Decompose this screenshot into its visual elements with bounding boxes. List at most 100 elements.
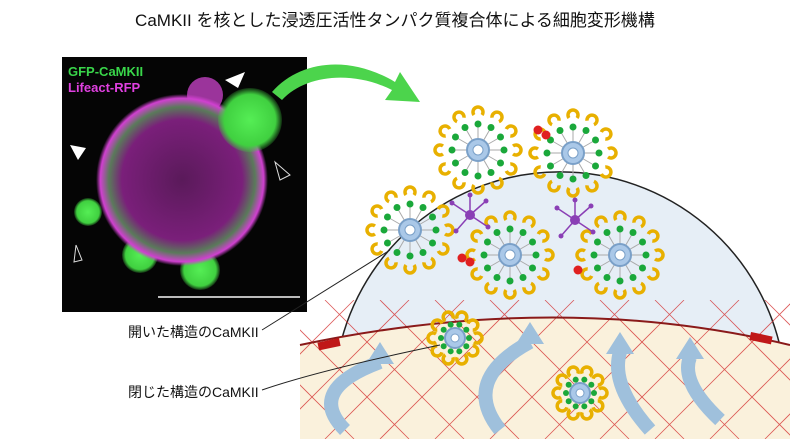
- label-lifeact-rfp: Lifeact-RFP: [68, 80, 141, 95]
- regulatory-segment: [430, 318, 444, 332]
- actin-filament: [300, 300, 355, 355]
- kinase-domain: [456, 321, 463, 328]
- regulatory-segment: [580, 267, 594, 281]
- regulatory-segment: [438, 124, 452, 138]
- regulatory-segment: [547, 179, 561, 193]
- kinase-domain: [582, 126, 590, 134]
- regulatory-segment: [580, 229, 594, 243]
- kinase-domain: [493, 228, 501, 236]
- actin-filament: [379, 300, 520, 439]
- regulatory-segment: [370, 242, 384, 256]
- kinase-domain: [592, 162, 600, 170]
- regulatory-segment: [646, 267, 660, 281]
- camkii-open-holoenzyme: [528, 108, 618, 198]
- kinase-domain: [483, 264, 491, 272]
- kinase-domain: [506, 277, 514, 285]
- arrowhead-icon: [366, 342, 394, 364]
- regulatory-segment: [536, 267, 550, 281]
- kinase-domain: [393, 203, 401, 211]
- micrograph: [62, 57, 307, 312]
- regulatory-segment: [472, 331, 484, 345]
- regulatory-segment: [433, 143, 445, 157]
- regulatory-segment: [403, 185, 417, 197]
- kinase-domain: [466, 335, 472, 341]
- kinase-domain: [529, 264, 537, 272]
- regulatory-segment: [594, 281, 608, 295]
- kinase-domain: [603, 228, 611, 236]
- actin-filament: [300, 300, 410, 410]
- kinase-domain: [590, 251, 598, 259]
- regulatory-segment: [528, 146, 540, 160]
- kinase-domain: [543, 149, 551, 157]
- kinase-domain: [529, 238, 537, 246]
- camkii-open-holoenzyme: [575, 210, 665, 300]
- kinase-domain: [429, 213, 437, 221]
- kinase-domain: [406, 252, 414, 260]
- kinase-domain: [448, 146, 456, 154]
- kinase-domain: [565, 398, 572, 405]
- regulatory-segment: [646, 229, 660, 243]
- kinase-domain: [546, 162, 554, 170]
- regulatory-segment: [384, 190, 398, 204]
- linker-protein: [554, 197, 596, 239]
- kinase-domain: [487, 169, 495, 177]
- kinase-domain: [440, 326, 447, 333]
- regulatory-segment: [653, 248, 665, 262]
- kinase-domain: [451, 159, 459, 167]
- regulatory-segment: [547, 113, 561, 127]
- label-gfp-camkii: GFP-CaMKII: [68, 64, 144, 79]
- regulatory-segment: [575, 248, 587, 262]
- kinase-domain: [474, 172, 482, 180]
- kinase-domain: [419, 249, 427, 257]
- regulatory-segment: [422, 190, 436, 204]
- kinase-domain: [480, 251, 488, 259]
- kinase-domain: [500, 146, 508, 154]
- regulatory-segment: [566, 408, 580, 421]
- actin-filament: [764, 300, 790, 326]
- actin-filament: [764, 413, 790, 439]
- regulatory-segment: [443, 223, 455, 237]
- regulatory-segment: [551, 386, 563, 400]
- regulatory-segment: [566, 108, 580, 120]
- camkii-open-holoenzyme: [365, 185, 455, 275]
- arrowhead-filled: [225, 72, 245, 88]
- regulatory-segment: [599, 127, 613, 141]
- kinase-domain: [497, 159, 505, 167]
- regulatory-segment: [503, 288, 517, 300]
- actin-filament: [434, 300, 575, 439]
- regulatory-segment: [566, 365, 580, 378]
- kinase-domain: [592, 136, 600, 144]
- regulatory-segment: [511, 143, 523, 157]
- kinase-domain: [519, 274, 527, 282]
- kinase-domain: [487, 123, 495, 131]
- regulatory-segment: [632, 215, 646, 229]
- label-open-camkii: 開いた構造のCaMKII: [128, 324, 259, 340]
- arrowhead-icon: [676, 337, 704, 359]
- actin-filament: [160, 300, 299, 439]
- kinase-domain: [456, 348, 463, 355]
- regulatory-segment: [365, 223, 377, 237]
- regulatory-segment: [471, 105, 485, 117]
- kinase-domain: [474, 120, 482, 128]
- regulatory-segment: [543, 248, 555, 262]
- actin-filament: [160, 300, 299, 439]
- regulatory-segment: [504, 124, 518, 138]
- regulatory-segment: [403, 263, 417, 275]
- regulatory-segment: [455, 310, 469, 323]
- regulatory-segment: [490, 110, 504, 124]
- regulatory-segment: [441, 353, 455, 366]
- kinase-domain: [581, 403, 588, 410]
- kinase-domain: [461, 169, 469, 177]
- kinase-domain: [629, 274, 637, 282]
- kinase-domain: [383, 239, 391, 247]
- kinase-domain: [588, 398, 595, 405]
- kinase-domain: [588, 381, 595, 388]
- regulatory-segment: [484, 281, 498, 295]
- kinase-domain: [532, 251, 540, 259]
- kinase-domain: [593, 238, 601, 246]
- regulatory-segment: [436, 204, 450, 218]
- binding-partner: [541, 130, 551, 140]
- arrowhead-icon: [516, 322, 544, 344]
- bleb-large: [218, 88, 282, 152]
